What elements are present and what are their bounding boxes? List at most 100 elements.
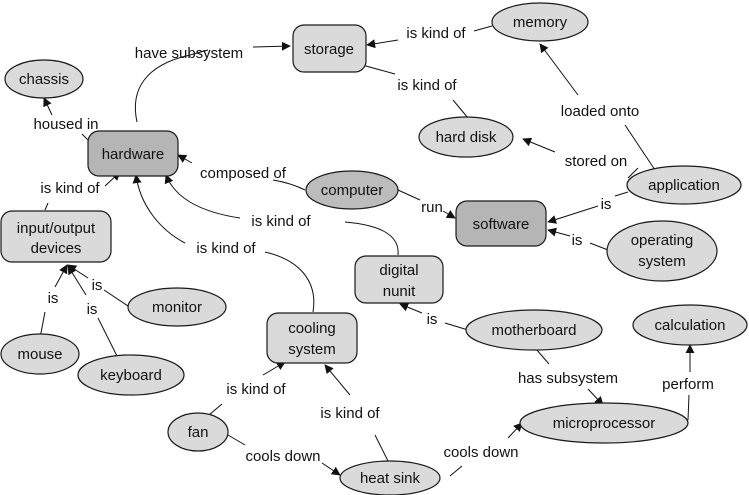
- node-input-output-devices[interactable]: input/output devices: [0, 210, 112, 263]
- label-heatsink-is-kind-of: is kind of: [320, 405, 380, 422]
- label-motherboard-is: is: [427, 311, 438, 328]
- node-chassis[interactable]: chassis: [4, 59, 84, 99]
- label-os-is: is: [572, 232, 583, 249]
- edge-computer-hardware: [272, 179, 306, 191]
- node-digital-label-2: nunit: [383, 283, 416, 300]
- node-mouse[interactable]: mouse: [0, 333, 80, 375]
- node-io-label-1: input/output: [17, 220, 96, 237]
- label-loaded-onto: loaded onto: [561, 103, 639, 120]
- node-motherboard-label: motherboard: [491, 322, 576, 339]
- edges: [39, 25, 695, 477]
- node-heat-sink-label: heat sink: [360, 470, 421, 487]
- node-keyboard[interactable]: keyboard: [77, 354, 185, 396]
- edge-hardware-storage-2: [252, 41, 291, 51]
- node-memory-label: memory: [513, 14, 568, 31]
- node-monitor[interactable]: monitor: [127, 287, 227, 327]
- label-keyboard-is: is: [87, 301, 98, 318]
- label-run: run: [421, 199, 443, 216]
- edge-motherboard-digital-2: [399, 302, 423, 314]
- edge-memory-storage-2: [366, 39, 399, 49]
- edge-memory-storage: [473, 25, 493, 32]
- edge-micro-calculation: [687, 394, 690, 421]
- edge-motherboard-digital: [444, 322, 469, 331]
- edge-hardware-storage: [134, 49, 209, 123]
- node-hardware[interactable]: hardware: [87, 130, 179, 177]
- label-heatsink-cools-down: cools down: [443, 444, 518, 461]
- edge-mouse-io-2: [54, 264, 68, 288]
- edge-motherboard-micro-2: [587, 388, 604, 406]
- node-fan[interactable]: fan: [167, 412, 229, 452]
- edge-heatsink-cooling-2: [324, 364, 351, 396]
- label-fan-cools-down: cools down: [245, 448, 320, 465]
- edge-hardware-chassis: [81, 133, 89, 141]
- label-perform: perform: [662, 376, 714, 393]
- edge-application-harddisk-2: [522, 137, 556, 153]
- edge-harddisk-storage: [452, 99, 469, 119]
- edge-os-software-2: [547, 227, 571, 237]
- node-heat-sink[interactable]: heat sink: [339, 460, 441, 495]
- edge-heatsink-micro-2: [507, 422, 523, 439]
- edge-hardware-chassis-2: [43, 97, 53, 116]
- node-microprocessor[interactable]: microprocessor: [519, 402, 689, 444]
- node-calculation-label: calculation: [655, 317, 726, 334]
- edge-heatsink-micro: [449, 465, 463, 477]
- node-fan-label: fan: [188, 424, 209, 441]
- edge-labels: have subsystem is kind of is kind of hou…: [33, 25, 713, 465]
- label-application-is: is: [601, 196, 612, 213]
- label-have-subsystem: have subsystem: [135, 45, 243, 62]
- edge-application-harddisk: [627, 167, 639, 179]
- node-operating-system[interactable]: operating system: [606, 220, 718, 282]
- label-housed-in: housed in: [33, 116, 98, 133]
- edge-cooling-hardware: [264, 251, 315, 313]
- node-motherboard[interactable]: motherboard: [465, 309, 603, 351]
- edge-fan-heatsink-2: [321, 462, 341, 476]
- label-stored-on: stored on: [565, 153, 628, 170]
- node-hard-disk[interactable]: hard disk: [418, 116, 514, 158]
- node-computer-label: computer: [321, 182, 384, 199]
- node-software-label: software: [473, 216, 530, 233]
- node-cooling-label-1: cooling: [288, 320, 336, 337]
- node-hard-disk-label: hard disk: [436, 129, 497, 146]
- node-hardware-label: hardware: [102, 146, 165, 163]
- node-io-label-2: devices: [31, 240, 82, 257]
- node-cooling-system[interactable]: cooling system: [266, 312, 358, 364]
- node-application-label: application: [648, 177, 720, 194]
- edge-heatsink-cooling: [374, 434, 391, 466]
- label-mouse-is: is: [48, 290, 59, 307]
- node-memory[interactable]: memory: [491, 2, 589, 42]
- label-harddisk-is-kind-of: is kind of: [397, 77, 457, 94]
- node-calculation[interactable]: calculation: [632, 304, 748, 346]
- node-os-label-2: system: [638, 253, 686, 270]
- node-storage-label: storage: [304, 41, 354, 58]
- node-storage[interactable]: storage: [292, 24, 367, 73]
- node-computer[interactable]: computer: [305, 170, 399, 210]
- edge-computer-software-2: [442, 210, 456, 219]
- label-fan-is-kind-of: is kind of: [226, 381, 286, 398]
- edge-application-software: [614, 191, 629, 197]
- label-memory-is-kind-of: is kind of: [406, 25, 466, 42]
- edge-io-hardware: [44, 202, 49, 211]
- node-mouse-label: mouse: [17, 346, 62, 363]
- node-digital-label-1: digital: [379, 262, 418, 279]
- label-digital-is-kind-of: is kind of: [251, 213, 311, 230]
- edge-computer-software: [397, 189, 421, 201]
- label-monitor-is: is: [92, 277, 103, 294]
- edge-os-software: [589, 242, 609, 251]
- node-digital-unit[interactable]: digital nunit: [354, 255, 444, 304]
- edge-monitor-io: [103, 289, 132, 309]
- node-application[interactable]: application: [626, 165, 742, 205]
- node-software[interactable]: software: [455, 200, 547, 247]
- edge-application-memory: [624, 124, 656, 171]
- edge-fan-heatsink: [227, 434, 246, 446]
- edge-computer-hardware-2: [177, 154, 193, 164]
- edge-application-software-2: [547, 205, 599, 224]
- edge-application-memory-2: [539, 43, 579, 96]
- label-io-is-kind-of: is kind of: [40, 180, 100, 197]
- edge-keyboard-io-2: [67, 265, 87, 296]
- node-keyboard-label: keyboard: [100, 367, 162, 384]
- edge-keyboard-io: [97, 317, 119, 359]
- edge-cooling-hardware-2: [132, 174, 186, 244]
- node-cooling-label-2: system: [288, 341, 336, 358]
